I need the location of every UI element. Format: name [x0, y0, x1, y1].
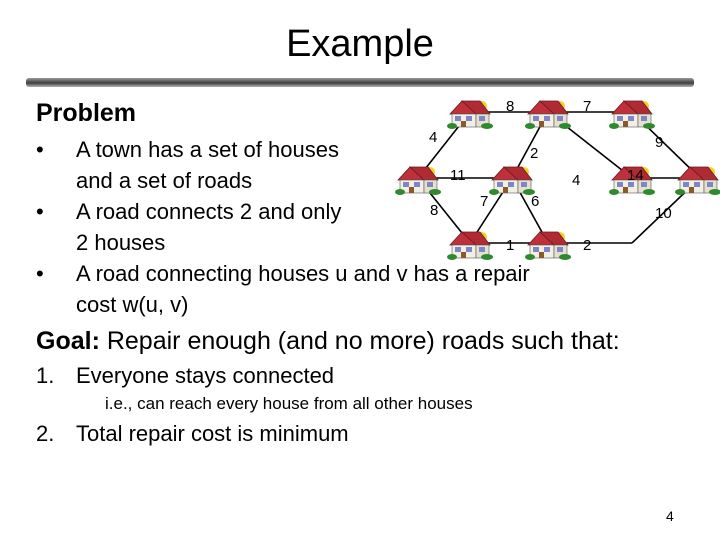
- house-icon: [447, 232, 493, 260]
- page-number: 4: [666, 508, 674, 524]
- edge-cost-label: 2: [530, 145, 538, 162]
- edge-cost-label: 6: [531, 193, 539, 210]
- goal-item-number: 2.: [36, 420, 54, 448]
- edge-cost-label: 14: [627, 167, 644, 184]
- house-icon: [489, 167, 535, 195]
- edge-cost-label: 7: [583, 98, 591, 115]
- edge-cost-label: 11: [450, 167, 466, 184]
- goal-label: Goal:: [36, 327, 100, 355]
- edge-cost-label: 1: [506, 237, 514, 254]
- edge-cost-label: 8: [430, 202, 438, 219]
- house-icon: [525, 232, 571, 260]
- goal-item-number: 1.: [36, 362, 54, 390]
- houses: [395, 101, 720, 260]
- goal-item-text: Everyone stays connected: [76, 362, 334, 390]
- house-icon: [525, 101, 571, 129]
- edge-cost-label: 4: [572, 172, 580, 189]
- house-icon: [447, 101, 493, 129]
- edge-cost-label: 4: [429, 129, 437, 146]
- edge-cost-label: 8: [506, 98, 514, 115]
- house-icon: [609, 101, 655, 129]
- house-icon: [675, 167, 720, 195]
- goal-text: Repair enough (and no more) roads such t…: [100, 327, 620, 355]
- goal-statement: Goal: Repair enough (and no more) roads …: [36, 326, 620, 356]
- goal-item-text: Total repair cost is minimum: [76, 420, 349, 448]
- goal-subnote: i.e., can reach every house from all oth…: [105, 394, 473, 414]
- edge-cost-label: 2: [583, 237, 591, 254]
- edge-cost-label: 9: [655, 134, 663, 151]
- house-icon: [395, 167, 441, 195]
- edge-cost-label: 7: [480, 193, 488, 210]
- edge-cost-label: 10: [655, 205, 672, 222]
